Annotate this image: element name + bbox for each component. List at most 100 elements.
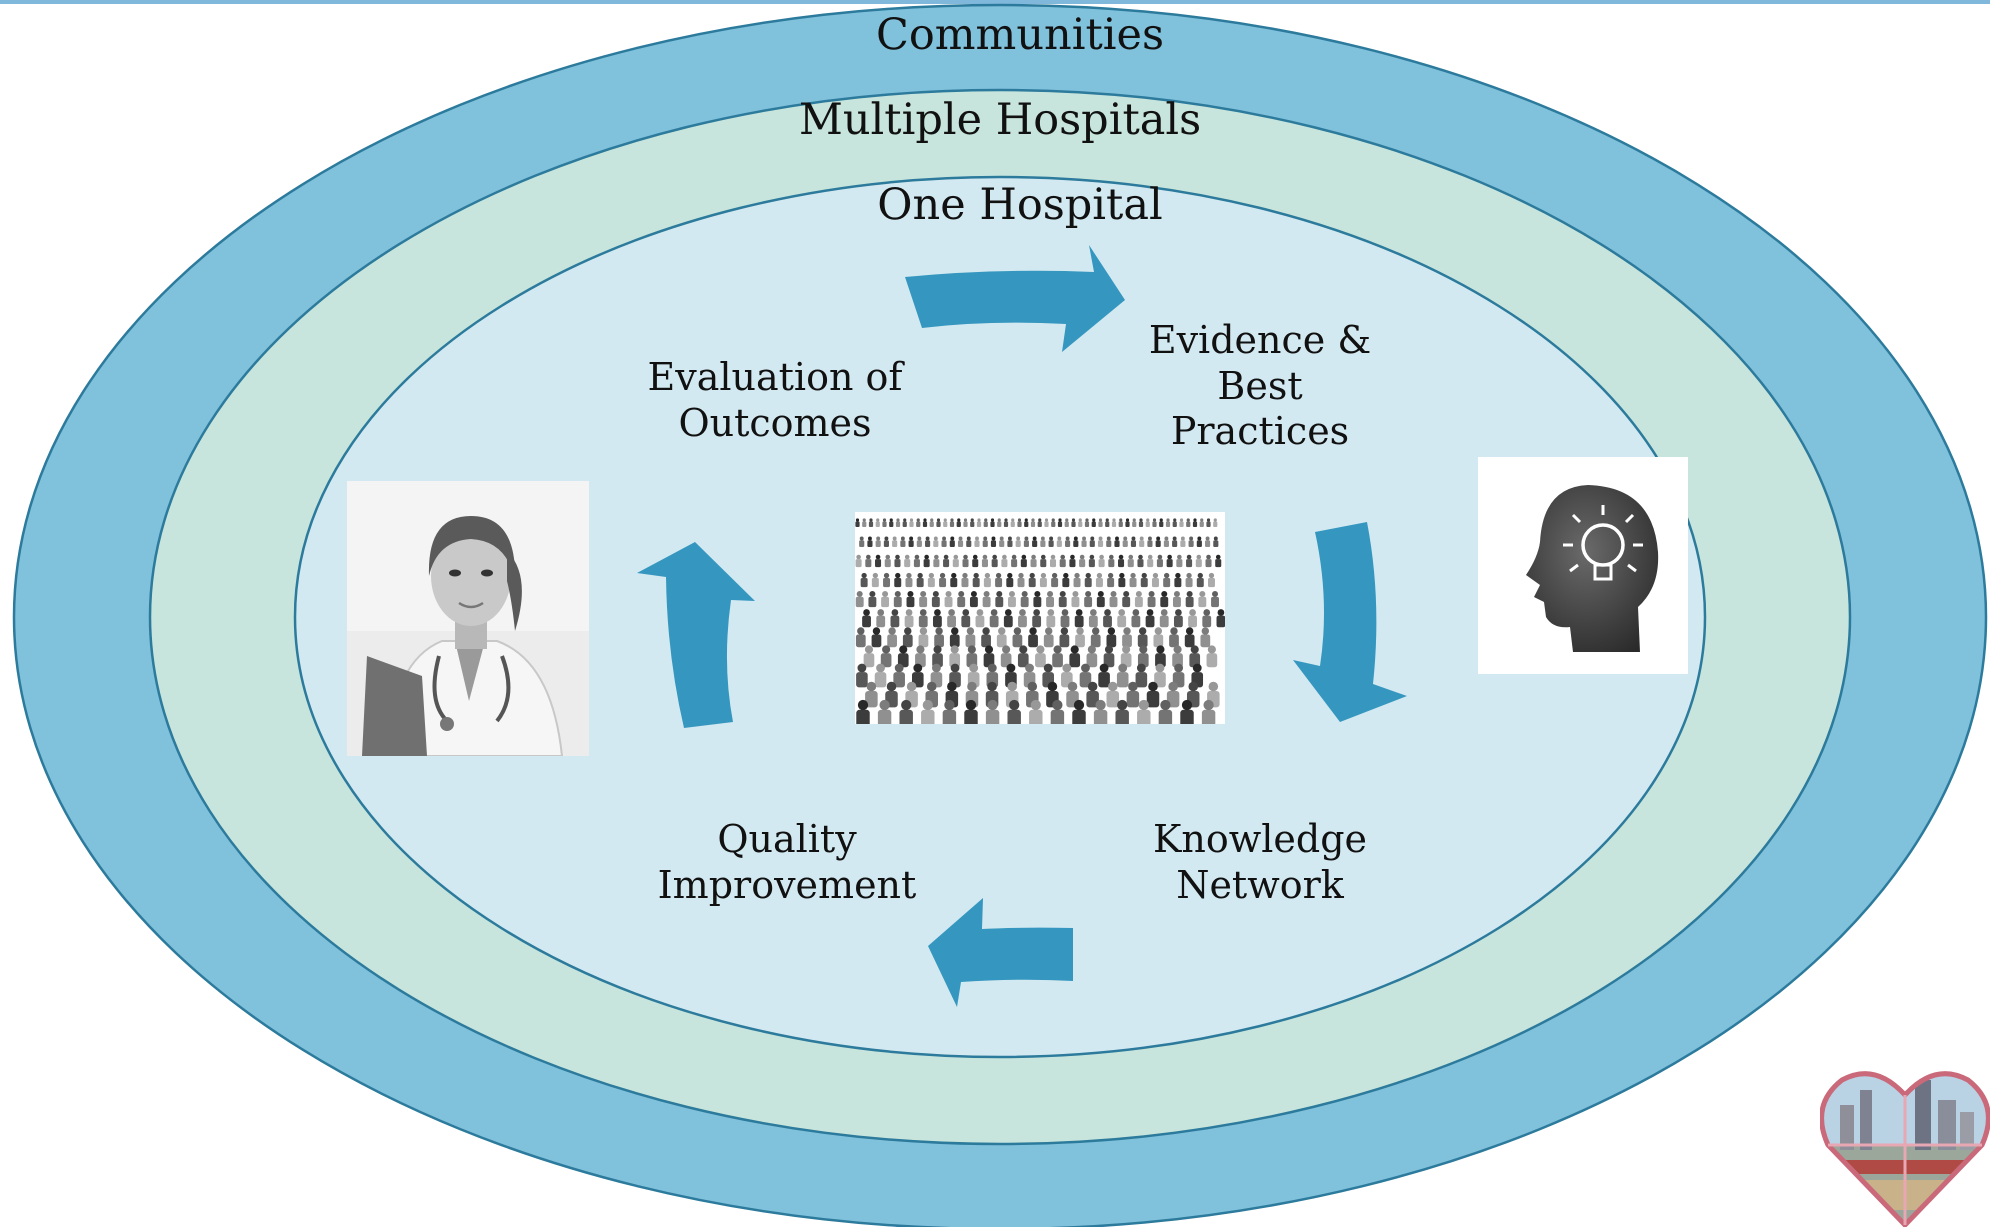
crowd-person bbox=[897, 645, 909, 668]
crowd-person bbox=[1200, 627, 1211, 648]
crowd-person bbox=[916, 518, 921, 527]
crowd-person bbox=[1205, 536, 1211, 548]
crowd-person bbox=[856, 699, 870, 724]
crowd-person bbox=[899, 699, 913, 724]
crowd-person bbox=[867, 536, 873, 548]
crowd-person bbox=[1064, 518, 1069, 527]
crowd-person bbox=[876, 609, 886, 628]
crowd-person bbox=[936, 518, 941, 527]
crowd-person bbox=[1051, 572, 1059, 588]
lightbulb-head-drawing bbox=[1478, 457, 1688, 674]
crowd-person bbox=[989, 609, 999, 628]
crowd-person bbox=[1125, 518, 1130, 527]
crowd-person bbox=[881, 590, 890, 608]
crowd-person bbox=[906, 590, 915, 608]
crowd-person bbox=[923, 554, 930, 568]
crowd-person bbox=[999, 536, 1005, 548]
crowd-person bbox=[882, 518, 887, 527]
crowd-person bbox=[927, 572, 935, 588]
crowd-person bbox=[1030, 518, 1036, 527]
crowd-person bbox=[1003, 518, 1009, 527]
crowd-person bbox=[962, 554, 969, 568]
crowd-person bbox=[985, 699, 1000, 724]
step-label-knowledge-line: Knowledge bbox=[1152, 817, 1368, 861]
crowd-person bbox=[1147, 590, 1156, 608]
crowd-person bbox=[1059, 554, 1066, 568]
crowd-person bbox=[1114, 536, 1120, 548]
crowd-person bbox=[1117, 609, 1127, 628]
step-label-knowledge-line: Network bbox=[1176, 862, 1344, 907]
step-label-evidence-line: Evidence & bbox=[1148, 318, 1372, 362]
crowd-person bbox=[1158, 699, 1173, 724]
crowd-person bbox=[1075, 627, 1085, 648]
crowd-person bbox=[1095, 572, 1103, 588]
crowd-person bbox=[1163, 572, 1171, 588]
crowd-person bbox=[1147, 536, 1153, 548]
crowd-person bbox=[921, 699, 935, 724]
crowd-person bbox=[981, 554, 988, 568]
crowd-person bbox=[1069, 645, 1081, 668]
crowd-person bbox=[1165, 518, 1171, 527]
crowd-person bbox=[1017, 572, 1025, 588]
crowd-person bbox=[1081, 536, 1087, 548]
ring-label-multiple-hospitals: Multiple Hospitals bbox=[798, 95, 1202, 145]
crowd-person bbox=[975, 609, 985, 628]
crowd-person bbox=[1145, 609, 1155, 628]
step-label-quality-line: Improvement bbox=[657, 862, 917, 907]
crowd-person bbox=[1000, 645, 1012, 668]
crowd-person bbox=[941, 536, 947, 548]
crowd-person bbox=[1169, 627, 1179, 648]
crowd-person bbox=[1213, 536, 1219, 548]
crowd-person bbox=[922, 518, 928, 527]
crowd-person bbox=[1188, 536, 1194, 548]
crowd-person bbox=[1017, 645, 1029, 668]
crowd-person bbox=[949, 627, 960, 648]
crowd-person bbox=[1039, 572, 1047, 588]
crowd-person bbox=[1007, 699, 1021, 724]
crowd-person bbox=[1057, 518, 1063, 527]
crowd-person bbox=[855, 518, 860, 527]
crowd-person bbox=[1096, 590, 1105, 608]
crowd-person bbox=[1180, 699, 1194, 724]
crowd-person bbox=[1065, 536, 1071, 548]
crowd-person bbox=[862, 609, 871, 628]
crowd-person bbox=[925, 536, 931, 548]
crowd-person bbox=[1046, 609, 1056, 628]
crowd-person bbox=[884, 554, 891, 568]
crowd-person bbox=[1090, 627, 1101, 648]
crowd-person bbox=[871, 572, 879, 588]
crowd-person bbox=[892, 536, 898, 548]
crowd-person bbox=[1084, 518, 1090, 527]
crowd-person bbox=[1073, 572, 1081, 588]
crowd-person bbox=[893, 663, 905, 688]
crowd-person bbox=[934, 627, 944, 648]
crowd-person bbox=[1103, 609, 1112, 628]
crowd-person bbox=[1132, 518, 1137, 527]
crowd-person bbox=[1084, 590, 1093, 608]
crowd-person bbox=[1215, 554, 1222, 568]
crowd-person bbox=[1195, 554, 1202, 568]
crowd-person bbox=[1185, 590, 1194, 608]
crowd-person bbox=[1166, 554, 1173, 568]
crowd-person bbox=[939, 572, 947, 588]
crowd-person bbox=[1180, 536, 1186, 548]
crowd-person bbox=[1020, 590, 1029, 608]
crowd-person bbox=[868, 590, 877, 608]
crowd-person bbox=[1199, 518, 1204, 527]
step-label-quality: Quality Improvement bbox=[632, 817, 942, 908]
crowd-person bbox=[1145, 518, 1150, 527]
crowd-person bbox=[1198, 590, 1207, 608]
crowd-person bbox=[1088, 554, 1095, 568]
crowd-person bbox=[1007, 536, 1013, 548]
crowd-person bbox=[1103, 645, 1115, 668]
crowd-person bbox=[1049, 554, 1057, 568]
crowd-person bbox=[1043, 627, 1054, 648]
crowd-person bbox=[875, 536, 881, 548]
crowd-person bbox=[983, 518, 988, 527]
crowd-person bbox=[1023, 536, 1029, 548]
crowd-person bbox=[865, 554, 872, 568]
crowd-person bbox=[1186, 518, 1191, 527]
crowd-person bbox=[880, 645, 892, 668]
crowd-person bbox=[1079, 554, 1086, 568]
crowd-person bbox=[1072, 699, 1086, 724]
